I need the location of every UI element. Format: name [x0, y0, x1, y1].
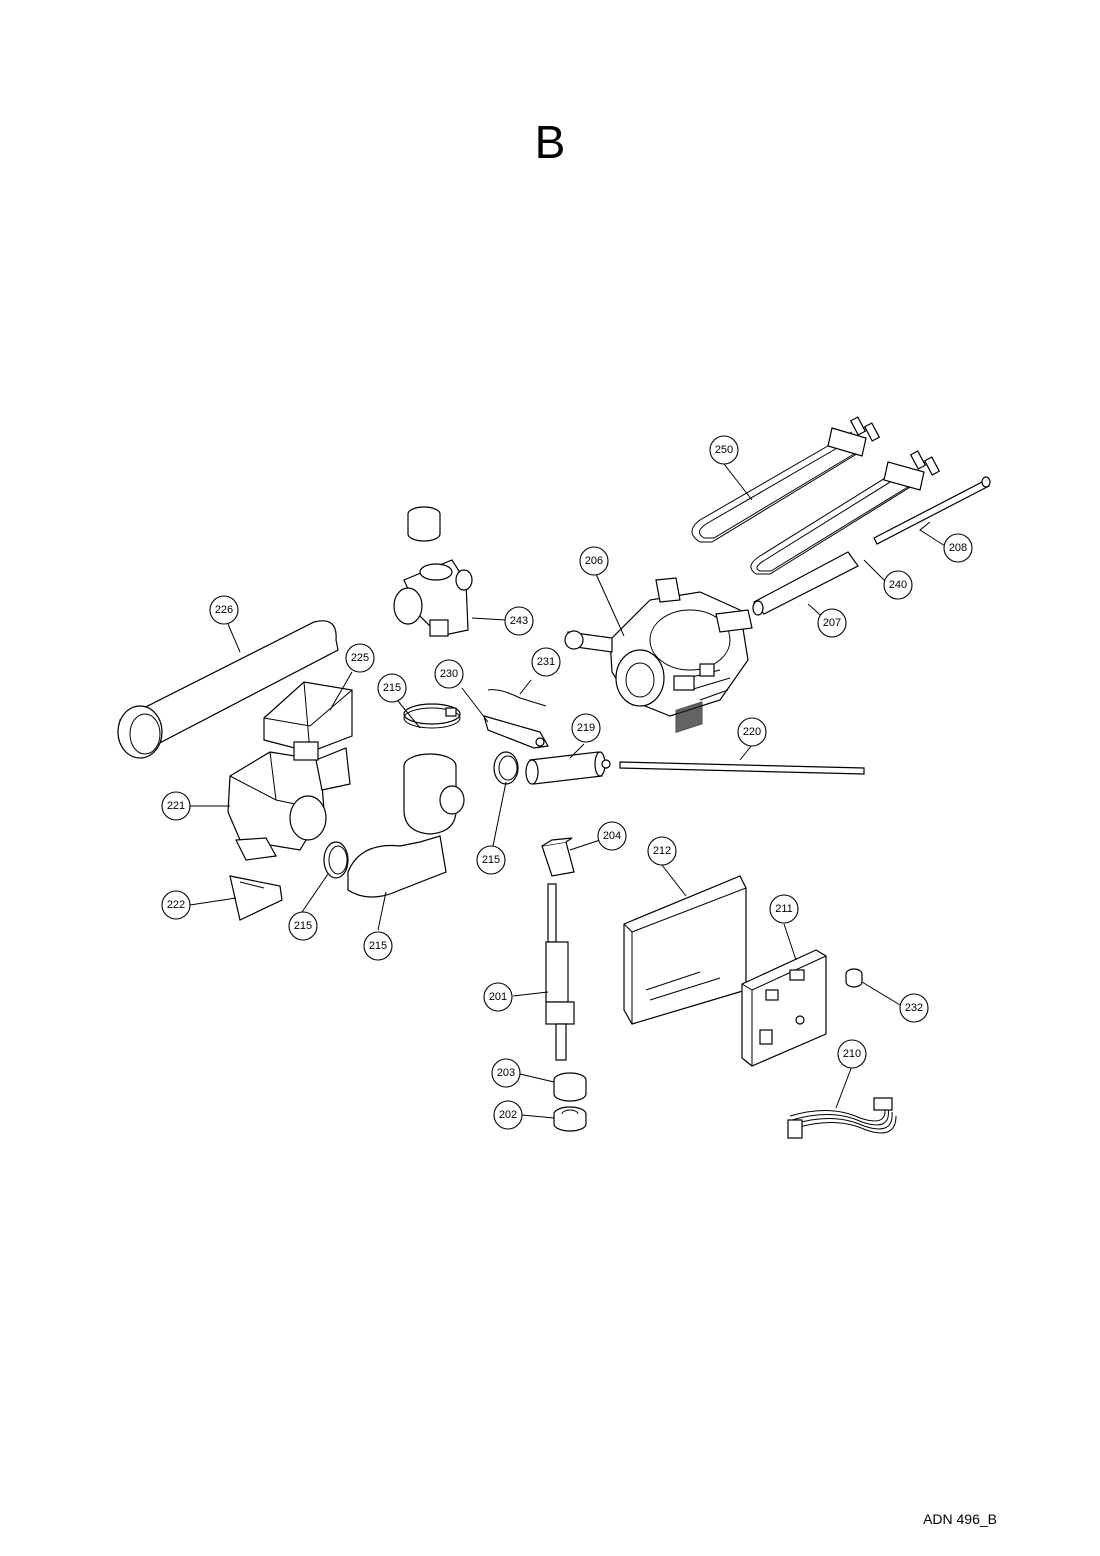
- svg-text:219: 219: [577, 722, 595, 734]
- shaft-201: [545, 883, 575, 1061]
- callout-203: 203: [491, 1058, 521, 1088]
- hose-207: [752, 551, 859, 616]
- callout-219: 219: [571, 713, 601, 743]
- callout-222: 222: [161, 890, 191, 920]
- callout-226: 226: [209, 595, 239, 625]
- svg-text:201: 201: [489, 991, 507, 1003]
- circuit-board-211: [741, 949, 827, 1067]
- ring-203: [553, 1072, 587, 1102]
- svg-text:204: 204: [603, 830, 621, 842]
- callout-225: 225: [345, 643, 375, 673]
- callout-201: 201: [483, 982, 513, 1012]
- connector-204: [541, 837, 575, 877]
- leader-lines: [189, 463, 946, 1119]
- svg-text:232: 232: [905, 1002, 923, 1014]
- svg-text:215: 215: [482, 854, 500, 866]
- callout-220: 220: [737, 717, 767, 747]
- svg-text:243: 243: [510, 615, 528, 627]
- clamp-215-a: [403, 703, 461, 729]
- callout-204: 204: [597, 821, 627, 851]
- callout-215-c: 215: [476, 845, 506, 875]
- callout-250: 250: [709, 435, 739, 465]
- svg-text:215: 215: [383, 682, 401, 694]
- svg-text:208: 208: [949, 542, 967, 554]
- svg-text:202: 202: [499, 1109, 517, 1121]
- callout-221: 221: [161, 791, 191, 821]
- callout-202: 202: [493, 1100, 523, 1130]
- wiring-harness-210: [787, 1097, 897, 1139]
- svg-text:215: 215: [369, 940, 387, 952]
- svg-text:207: 207: [823, 617, 841, 629]
- svg-text:225: 225: [351, 652, 369, 664]
- heating-element-240: [750, 450, 941, 575]
- cap-232: [845, 968, 863, 988]
- clamp-215-c: [493, 751, 519, 785]
- ring-202: [553, 1106, 587, 1132]
- svg-text:206: 206: [585, 555, 603, 567]
- sump-tee-243: [393, 559, 473, 637]
- motor-pump-206: [564, 577, 753, 717]
- callout-211: 211: [769, 894, 799, 924]
- bracket-222: [229, 875, 283, 921]
- svg-text:221: 221: [167, 800, 185, 812]
- svg-text:230: 230: [440, 668, 458, 680]
- svg-text:222: 222: [167, 899, 185, 911]
- callout-231: 231: [531, 647, 561, 677]
- svg-text:250: 250: [715, 444, 733, 456]
- callout-215-b: 215: [288, 911, 318, 941]
- clamp-215-b: [323, 841, 349, 879]
- svg-text:226: 226: [215, 604, 233, 616]
- callout-240: 240: [883, 570, 913, 600]
- callout-210: 210: [837, 1039, 867, 1069]
- cover-225: [263, 681, 353, 753]
- svg-text:215: 215: [294, 920, 312, 932]
- callout-243: 243: [504, 606, 534, 636]
- footer-document-code: ADN 496_B: [923, 1511, 997, 1527]
- callout-208: 208: [943, 533, 973, 563]
- rod-208: [873, 476, 991, 545]
- svg-text:240: 240: [889, 579, 907, 591]
- callout-206: 206: [579, 546, 609, 576]
- svg-text:220: 220: [743, 726, 761, 738]
- rod-220: [619, 761, 865, 775]
- callout-215-a: 215: [377, 673, 407, 703]
- callout-232: 232: [899, 993, 929, 1023]
- svg-text:203: 203: [497, 1067, 515, 1079]
- section-letter: B: [534, 116, 566, 168]
- svg-text:211: 211: [775, 903, 793, 915]
- panel-212: [623, 701, 747, 1025]
- svg-text:212: 212: [653, 845, 671, 857]
- svg-text:231: 231: [537, 656, 555, 668]
- callout-207: 207: [817, 608, 847, 638]
- cap-243-top: [407, 506, 441, 542]
- cylinder-219: [525, 751, 611, 785]
- callout-215-d: 215: [363, 931, 393, 961]
- callout-230: 230: [434, 659, 464, 689]
- callout-212: 212: [647, 836, 677, 866]
- drain-pump-221: [227, 741, 351, 861]
- sump-elbow-215: [347, 753, 465, 898]
- svg-text:210: 210: [843, 1048, 861, 1060]
- heating-element-250: [691, 416, 881, 543]
- hose-226: [117, 620, 339, 759]
- sensor-230-231: [483, 689, 549, 749]
